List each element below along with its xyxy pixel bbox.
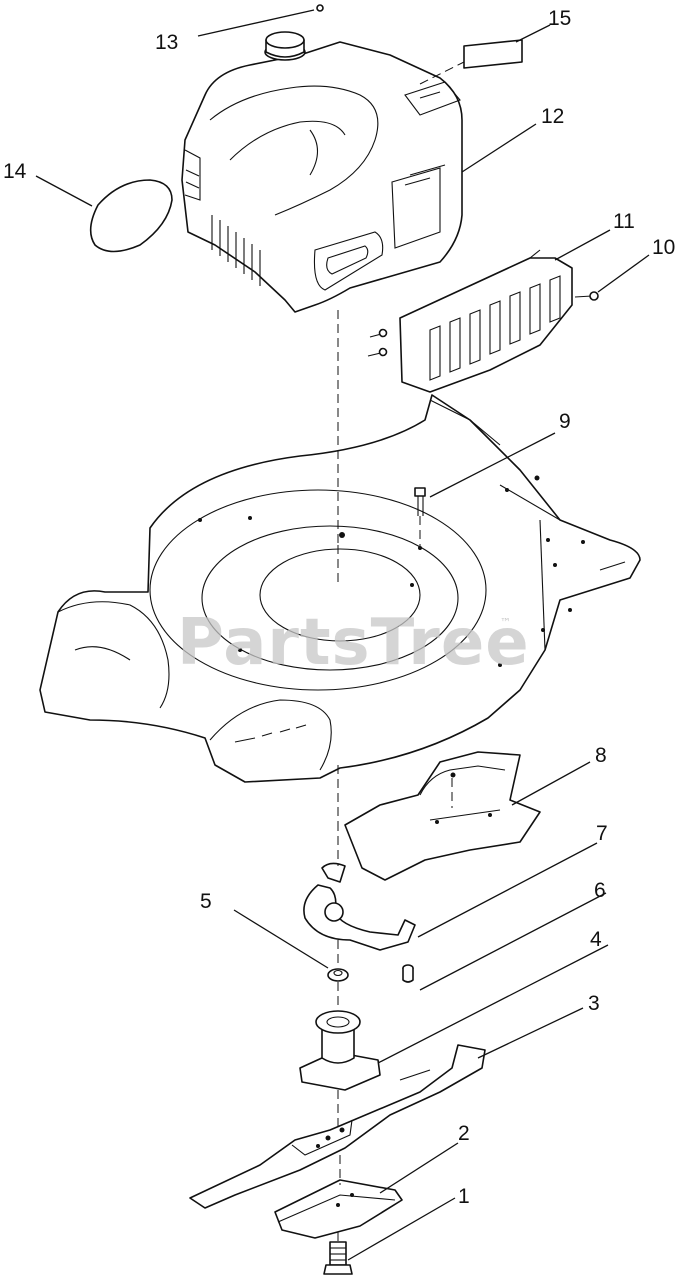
bolt-9 — [414, 487, 426, 550]
callout-3: 3 — [588, 992, 600, 1015]
watermark-text: PartsTree — [177, 606, 530, 680]
pin-6 — [402, 964, 414, 983]
air-filter-cover — [89, 179, 173, 253]
callout-13: 13 — [155, 31, 178, 54]
callout-numbers: 1 2 3 4 5 6 7 8 9 10 11 12 13 14 15 — [3, 7, 675, 1208]
callout-11: 11 — [613, 210, 635, 233]
callout-2: 2 — [458, 1122, 470, 1145]
callout-4: 4 — [590, 928, 602, 951]
screw-10 — [574, 291, 599, 301]
engine-assembly — [181, 31, 463, 313]
callout-8: 8 — [595, 744, 607, 767]
callout-7: 7 — [596, 822, 608, 845]
blade-plate — [274, 1155, 403, 1239]
callout-10: 10 — [652, 236, 675, 259]
screw-13 — [316, 4, 324, 12]
watermark-trademark: ™ — [500, 616, 511, 629]
blade — [189, 1044, 486, 1209]
callout-12: 12 — [541, 105, 564, 128]
baffle — [344, 751, 541, 881]
callout-9: 9 — [559, 410, 571, 433]
blade-adapter — [299, 1010, 381, 1091]
label-plate — [463, 39, 523, 69]
mower-deck — [39, 394, 641, 783]
leader-lines — [35, 9, 650, 1261]
callout-6: 6 — [594, 879, 606, 902]
callout-1: 1 — [458, 1185, 470, 1208]
callout-15: 15 — [548, 7, 571, 30]
bracket — [303, 822, 416, 951]
callout-5: 5 — [200, 890, 212, 913]
callout-14: 14 — [3, 160, 27, 183]
blade-bolt — [323, 1232, 353, 1275]
side-guard — [367, 249, 573, 393]
washer — [327, 968, 349, 982]
